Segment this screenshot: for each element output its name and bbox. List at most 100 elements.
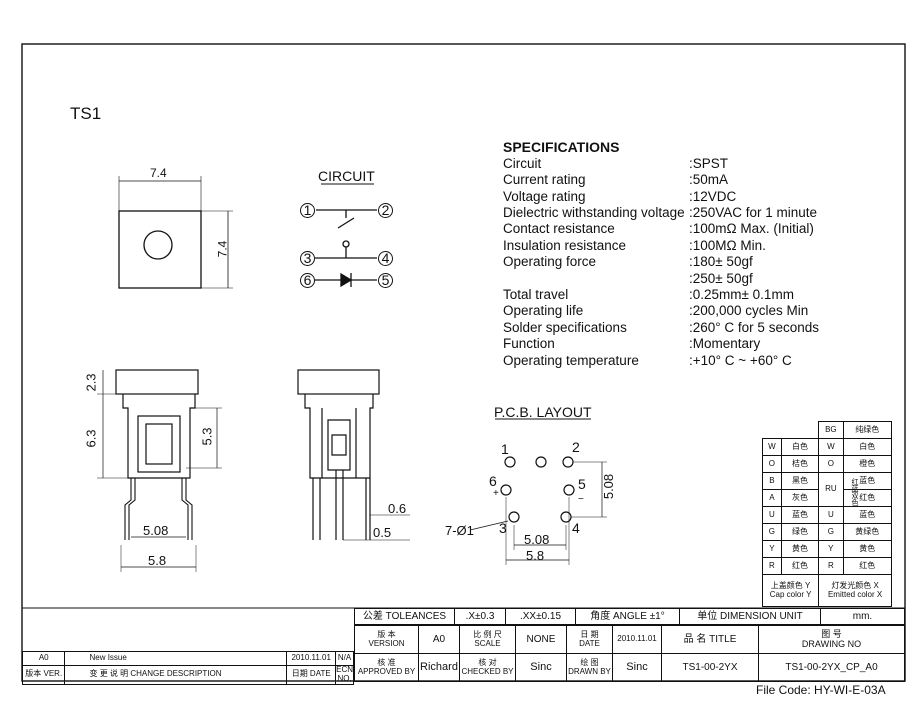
led-code: R (818, 557, 844, 575)
top-view (118, 176, 233, 289)
version-value: A0 (418, 625, 460, 654)
pcb-layout-label: P.C.B. LAYOUT (494, 404, 592, 420)
led-color: 红色 (842, 557, 893, 575)
pcb-hole-spec: 7-Ø1 (445, 523, 474, 538)
led-code: Y (818, 540, 844, 558)
led-color: 蓝色 (842, 506, 893, 524)
spec-value: :250VAC for 1 minute (689, 205, 818, 220)
cap-code: W (762, 438, 782, 456)
approved-en: APPROVED BY (357, 666, 416, 676)
circuit-pin-2: 2 (378, 203, 393, 218)
spec-label: Function (503, 336, 555, 351)
version-cn: 版 本 (377, 629, 396, 639)
cap-color: 白色 (780, 438, 820, 456)
led-color: 白色 (842, 438, 893, 456)
cap-code: R (762, 557, 782, 575)
specifications-title: SPECIFICATIONS (503, 139, 620, 155)
spec-value: :250± 50gf (689, 271, 753, 286)
date-cn: 日 期 (580, 629, 599, 639)
dim-top-height: 7.4 (215, 240, 230, 258)
pcb-plus: + (493, 488, 499, 499)
spec-value: :180± 50gf (689, 254, 753, 269)
tolerance-row: 公差 TOLEANCES .X±0.3 .XX±0.15 角度 ANGLE ±1… (354, 608, 905, 625)
dim-cap-height: 2.3 (83, 373, 99, 392)
scale-en: SCALE (474, 638, 501, 648)
cap-code: O (762, 455, 782, 473)
cap-color: 绿色 (780, 523, 820, 541)
tolerances-label: 公差 TOLEANCES (354, 608, 455, 625)
cap-color: 蓝色 (780, 506, 820, 524)
dim-pin-width-1: 0.6 (388, 501, 407, 516)
dim-top-width: 7.4 (150, 166, 167, 180)
part-title: TS1 (70, 104, 102, 123)
cap-code: A (762, 489, 782, 507)
header-ecn: ECN NO. (335, 665, 354, 685)
file-code: File Code: HY-WI-E-03A (756, 683, 886, 697)
dim-body-height: 6.3 (83, 429, 99, 448)
led-code: U (818, 506, 844, 524)
angle-tolerance: 角度 ANGLE ±1° (575, 608, 680, 625)
side-view (297, 369, 410, 541)
drawing-no-en: DRAWING NO (801, 638, 862, 649)
circuit-pin-5: 5 (378, 273, 393, 288)
drawing-no-value: TS1-00-2YX_CP_A0 (758, 653, 905, 682)
spec-value: :SPST (689, 156, 729, 171)
circuit-pin-3: 3 (300, 251, 315, 266)
revision-ecn: N/A (335, 651, 354, 666)
led-color: 黄绿色 (842, 523, 893, 541)
drawing-no-cn: 图 号 (821, 628, 842, 639)
version-en: VERSION (368, 638, 405, 648)
revision-table: A0 New Issue 2010.11.01 N/A 版本 VER. 变 更 … (21, 651, 354, 685)
unit-label: 单位 DIMENSION UNIT (679, 608, 821, 625)
spec-value: :+10° C ~ +60° C (689, 353, 792, 368)
pcb-layout (469, 418, 607, 565)
spec-label: Operating temperature (503, 353, 639, 368)
revision-description: New Issue (64, 651, 288, 666)
header-date: 日期 DATE (286, 665, 337, 685)
pcb-pin-1: 1 (501, 441, 509, 457)
circuit-pin-4: 4 (378, 251, 393, 266)
cap-color: 红色 (780, 557, 820, 575)
pcb-minus: − (578, 494, 584, 505)
tolerance-xx: .XX±0.15 (505, 608, 576, 625)
dim-pin-width-2: 0.5 (373, 525, 392, 540)
spec-label: Circuit (503, 156, 542, 171)
spec-label: Operating force (503, 254, 597, 269)
cap-color: 灰色 (780, 489, 820, 507)
cap-color-label-en: Cap color Y (769, 589, 812, 599)
cap-code: Y (762, 540, 782, 558)
spec-value: :50mA (689, 172, 729, 187)
spec-value: :200,000 cycles Min (689, 303, 809, 318)
tolerance-x: .X±0.3 (454, 608, 506, 625)
cap-code: G (762, 523, 782, 541)
spec-value: :260° C for 5 seconds (689, 320, 819, 335)
spec-label: Solder specifications (503, 320, 627, 335)
led-code: RU (818, 472, 844, 507)
pcb-pitch-h: 5.08 (524, 532, 550, 547)
cap-color: 黄色 (780, 540, 820, 558)
cap-code: U (762, 506, 782, 524)
front-view (97, 369, 222, 572)
pcb-width: 5.8 (526, 548, 545, 563)
revision-date: 2010.11.01 (286, 651, 337, 666)
spec-value: :12VDC (689, 189, 737, 204)
spec-value: :100MΩ Min. (689, 238, 766, 253)
date-value: 2010.11.01 (612, 625, 662, 654)
scale-value: NONE (515, 625, 567, 654)
spec-label: Contact resistance (503, 221, 615, 236)
led-code: W (818, 438, 844, 456)
approved-cn: 核 准 (377, 657, 396, 667)
checked-value: Sinc (515, 653, 567, 682)
led-code: G (818, 523, 844, 541)
revision-version: A0 (21, 651, 66, 666)
date-en: DATE (579, 638, 600, 648)
pcb-pin-5: 5 (578, 476, 586, 492)
spec-label: Operating life (503, 303, 584, 318)
drawn-en: DRAWN BY (568, 666, 611, 676)
title-value: TS1-00-2YX (661, 653, 759, 682)
title-label: 品 名 TITLE (661, 625, 759, 654)
circuit-schematic (315, 183, 377, 288)
bg-code: BG (818, 421, 844, 439)
approved-value: Richard (418, 653, 460, 682)
